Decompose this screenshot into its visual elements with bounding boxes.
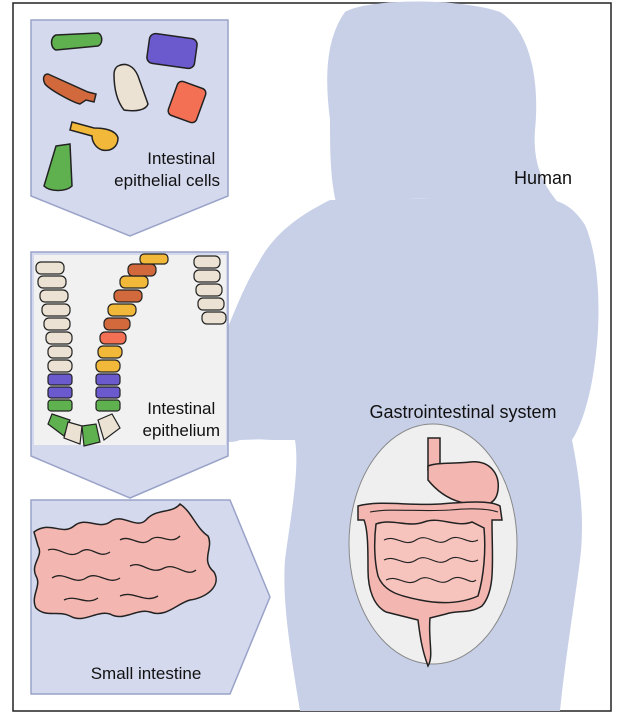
gi-system-label: Gastrointestinal system bbox=[369, 402, 556, 422]
yellow-cell bbox=[69, 121, 119, 152]
orange-cell bbox=[42, 73, 97, 105]
epithelium-background bbox=[34, 255, 226, 445]
crypt-right-wall bbox=[95, 253, 169, 412]
cells-label: Intestinal epithelial cells bbox=[114, 149, 220, 190]
purple-cell bbox=[146, 32, 198, 70]
stomach bbox=[427, 461, 499, 507]
epithelium-label: Intestinal epithelium bbox=[143, 399, 221, 440]
cell-illustrations bbox=[42, 32, 207, 192]
human-label: Human bbox=[514, 168, 572, 188]
crypt-base bbox=[47, 413, 121, 447]
green-cell-top bbox=[50, 32, 103, 51]
cells-panel bbox=[30, 19, 229, 237]
villus-wall bbox=[193, 255, 227, 325]
crypt-left-wall bbox=[35, 261, 73, 412]
green-cell-bottom bbox=[43, 143, 73, 192]
small-bowel-loops bbox=[373, 519, 486, 604]
intestine-folds bbox=[47, 535, 197, 602]
small-intestine-label: Small intestine bbox=[91, 664, 202, 683]
gi-bowel-folds bbox=[369, 508, 499, 584]
crypt-illustration bbox=[35, 253, 227, 447]
beige-cell bbox=[113, 63, 149, 112]
red-cell bbox=[167, 80, 207, 124]
small-intestine-illustration bbox=[33, 502, 217, 620]
